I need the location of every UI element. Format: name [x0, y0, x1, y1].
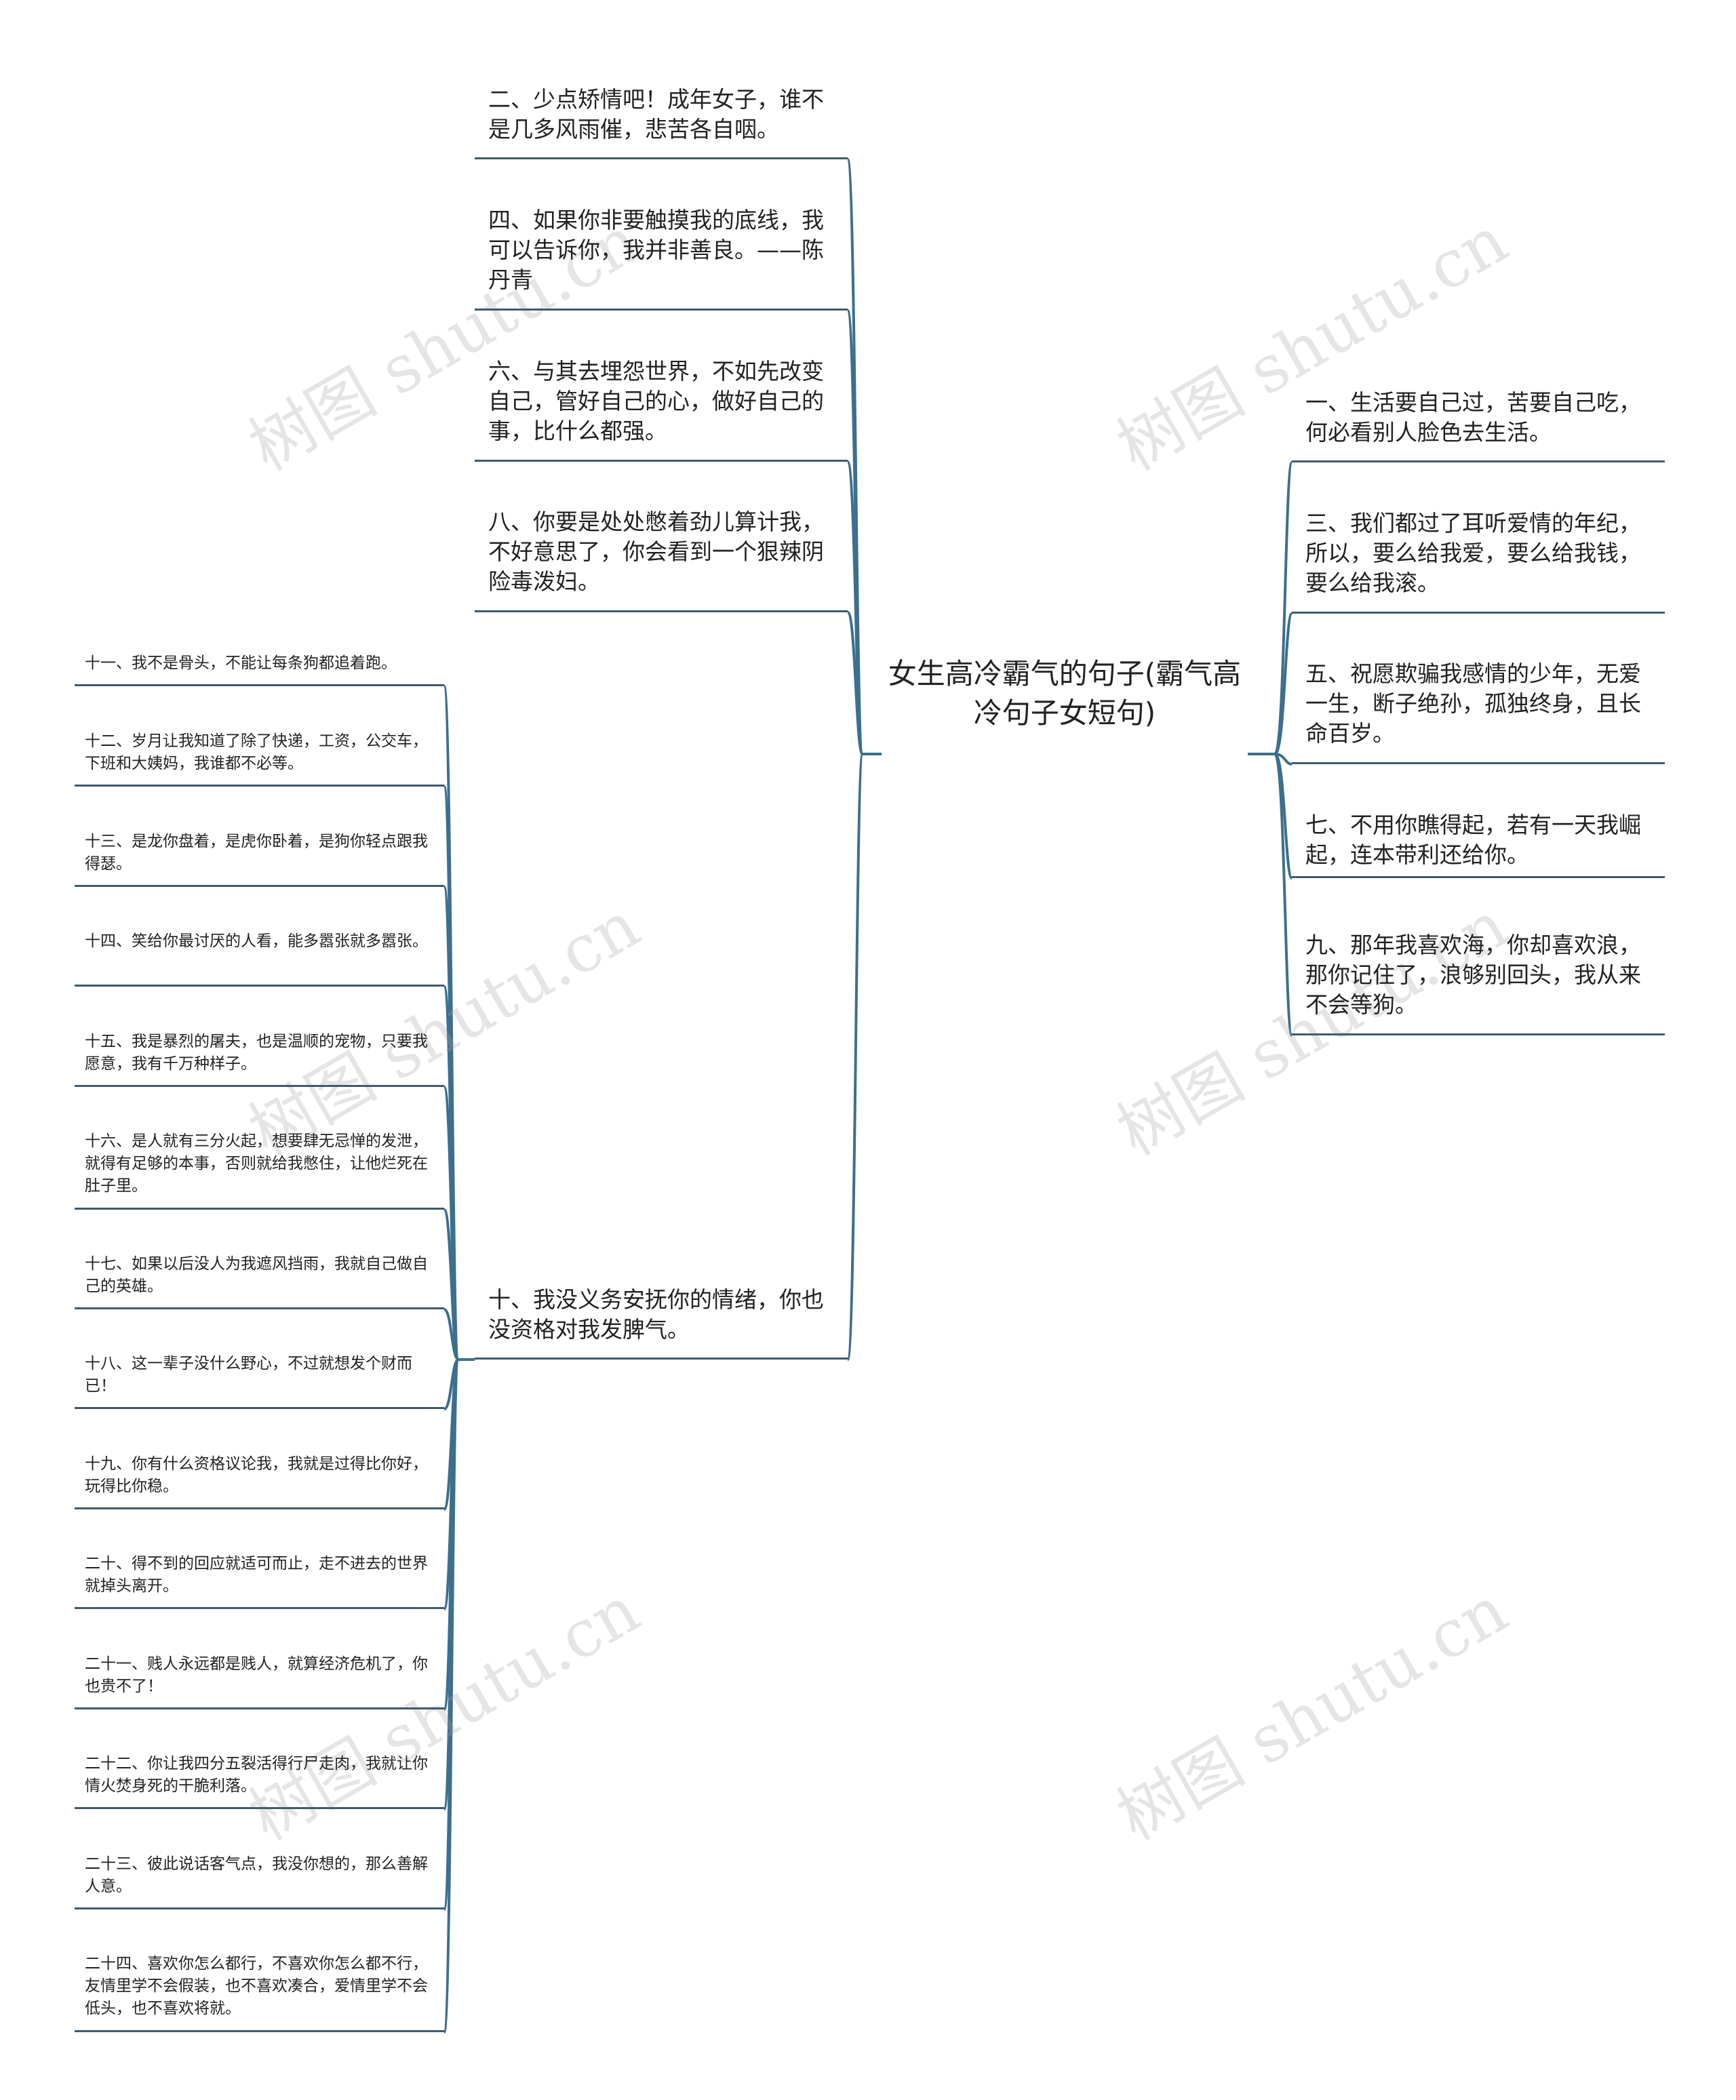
branch-node-right[interactable]: 三、我们都过了耳听爱情的年纪，所以，要么给我爱，要么给我钱，要么给我滚。	[1292, 509, 1665, 614]
leaf-node[interactable]: 十五、我是暴烈的屠夫，也是温顺的宠物，只要我愿意，我有千万种样子。	[75, 1031, 444, 1087]
leaf-label: 十九、你有什么资格议论我，我就是过得比你好，玩得比你稳。	[85, 1455, 428, 1495]
branch-node-right[interactable]: 一、生活要自己过，苦要自己吃，何必看别人脸色去生活。	[1292, 388, 1665, 462]
leaf-connector	[443, 985, 475, 1361]
leaf-node[interactable]: 二十四、喜欢你怎么都行，不喜欢你怎么都不行，友情里学不会假装，也不喜欢凑合，爱情…	[75, 1953, 444, 2032]
leaf-connector	[443, 1358, 475, 2034]
branch-node-left[interactable]: 二、少点矫情吧！成年女子，谁不是几多风雨催，悲苦各自咽。	[475, 85, 848, 159]
branch-node-left[interactable]: 八、你要是处处憋着劲儿算计我，不好意思了，你会看到一个狠辣阴险毒泼妇。	[475, 507, 848, 612]
branch-node-left[interactable]: 四、如果你非要触摸我的底线，我可以告诉你，我并非善良。——陈丹青	[475, 205, 848, 311]
leaf-node[interactable]: 二十三、彼此说话客气点，我没你想的，那么善解人意。	[75, 1853, 444, 1909]
leaf-label: 十二、岁月让我知道了除了快递，工资，公交车，下班和大姨妈，我谁都不必等。	[85, 732, 428, 772]
branch-node-right[interactable]: 五、祝愿欺骗我感情的少年，无爱一生，断子绝孙，孤独终身，且长命百岁。	[1292, 659, 1665, 764]
branch-label: 二、少点矫情吧！成年女子，谁不是几多风雨催，悲苦各自咽。	[488, 86, 824, 142]
leaf-label: 十三、是龙你盘着，是虎你卧着，是狗你轻点跟我得瑟。	[85, 833, 428, 873]
leaf-label: 二十二、你让我四分五裂活得行尸走肉，我就让你情火焚身死的干脆利落。	[85, 1755, 428, 1795]
leaf-label: 十一、我不是骨头，不能让每条狗都追着跑。	[85, 654, 397, 672]
branch-connector-left	[846, 611, 864, 755]
branch-connector-right	[1274, 612, 1293, 755]
leaf-node[interactable]: 二十一、贱人永远都是贱人，就算经济危机了，你也贵不了！	[75, 1653, 444, 1709]
leaf-label: 二十、得不到的回应就适可而止，走不进去的世界就掉头离开。	[85, 1555, 428, 1595]
leaf-node[interactable]: 十二、岁月让我知道了除了快递，工资，公交车，下班和大姨妈，我谁都不必等。	[75, 730, 444, 787]
leaf-label: 二十三、彼此说话客气点，我没你想的，那么善解人意。	[85, 1855, 428, 1895]
leaf-node[interactable]: 十八、这一辈子没什么野心，不过就想发个财而已！	[75, 1353, 444, 1409]
leaf-label: 十七、如果以后没人为我遮风挡雨，我就自己做自己的英雄。	[85, 1255, 428, 1295]
branch-label: 一、生活要自己过，苦要自己吃，何必看别人脸色去生活。	[1305, 389, 1641, 445]
branch-node-right[interactable]: 九、那年我喜欢海，你却喜欢浪，那你记住了，浪够别回头，我从来不会等狗。	[1292, 930, 1665, 1035]
branch-node-right[interactable]: 七、不用你瞧得起，若有一天我崛起，连本带利还给你。	[1292, 810, 1665, 878]
leaf-connector	[443, 1208, 475, 1361]
leaf-label: 十八、这一辈子没什么野心，不过就想发个财而已！	[85, 1355, 412, 1395]
branch-label: 九、那年我喜欢海，你却喜欢浪，那你记住了，浪够别回头，我从来不会等狗。	[1305, 932, 1641, 1018]
leaf-node[interactable]: 二十二、你让我四分五裂活得行尸走肉，我就让你情火焚身死的干脆利落。	[75, 1753, 444, 1809]
branch-connector-left	[846, 753, 864, 1361]
leaf-label: 十六、是人就有三分火起，想要肆无忌惮的发泄，就得有足够的本事，否则就给我憋住，让…	[85, 1132, 428, 1195]
leaf-label: 二十一、贱人永远都是贱人，就算经济危机了，你也贵不了！	[85, 1655, 428, 1695]
leaf-node[interactable]: 十四、笑给你最讨厌的人看，能多嚣张就多嚣张。	[75, 930, 444, 987]
leaf-node[interactable]: 二十、得不到的回应就适可而止，走不进去的世界就掉头离开。	[75, 1553, 444, 1609]
leaf-label: 十五、我是暴烈的屠夫，也是温顺的宠物，只要我愿意，我有千万种样子。	[85, 1033, 428, 1073]
leaf-node[interactable]: 十六、是人就有三分火起，想要肆无忌惮的发泄，就得有足够的本事，否则就给我憋住，让…	[75, 1130, 444, 1210]
leaf-connector	[443, 1358, 475, 1511]
leaf-node[interactable]: 十七、如果以后没人为我遮风挡雨，我就自己做自己的英雄。	[75, 1253, 444, 1309]
root-topic[interactable]: 女生高冷霸气的句子(霸气高冷句子女短句)	[888, 657, 1242, 730]
branch-label: 十、我没义务安抚你的情绪，你也没资格对我发脾气。	[488, 1286, 824, 1343]
branch-label: 八、你要是处处憋着劲儿算计我，不好意思了，你会看到一个狠辣阴险毒泼妇。	[488, 509, 824, 595]
branch-label: 五、祝愿欺骗我感情的少年，无爱一生，断子绝孙，孤独终身，且长命百岁。	[1305, 660, 1641, 747]
branch-label: 七、不用你瞧得起，若有一天我崛起，连本带利还给你。	[1305, 812, 1641, 868]
branch-label: 四、如果你非要触摸我的底线，我可以告诉你，我并非善良。——陈丹青	[488, 207, 824, 293]
branch-label: 六、与其去埋怨世界，不如先改变自己，管好自己的心，做好自己的事，比什么都强。	[488, 358, 824, 444]
leaf-node[interactable]: 十三、是龙你盘着，是虎你卧着，是狗你轻点跟我得瑟。	[75, 831, 444, 887]
leaf-label: 二十四、喜欢你怎么都行，不喜欢你怎么都不行，友情里学不会假装，也不喜欢凑合，爱情…	[85, 1955, 428, 2017]
leaf-node[interactable]: 十九、你有什么资格议论我，我就是过得比你好，玩得比你稳。	[75, 1453, 444, 1509]
leaf-connector	[443, 1308, 475, 1361]
branch-node-left-hub[interactable]: 十、我没义务安抚你的情绪，你也没资格对我发脾气。	[475, 1285, 848, 1360]
leaf-label: 十四、笑给你最讨厌的人看，能多嚣张就多嚣张。	[85, 932, 428, 950]
leaf-node[interactable]: 十一、我不是骨头，不能让每条狗都追着跑。	[75, 652, 444, 686]
branch-connector-right	[1274, 753, 1293, 1037]
branch-label: 三、我们都过了耳听爱情的年纪，所以，要么给我爱，要么给我钱，要么给我滚。	[1305, 510, 1641, 596]
leaf-connector	[443, 1358, 475, 1410]
branch-node-left[interactable]: 六、与其去埋怨世界，不如先改变自己，管好自己的心，做好自己的事，比什么都强。	[475, 357, 848, 462]
